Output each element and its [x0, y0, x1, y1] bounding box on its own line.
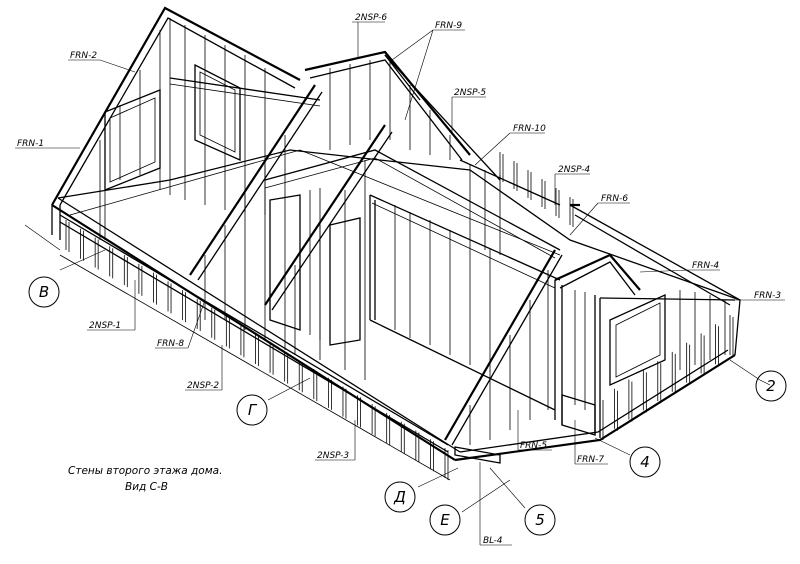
floor-plates [51, 149, 741, 462]
label-frn-2: FRN-2 [70, 51, 97, 61]
label-frn-10: FRN-10 [513, 124, 546, 134]
label-frn-3: FRN-3 [754, 291, 781, 301]
axis-circle-g [236, 394, 268, 426]
label-2nsp-6: 2NSP-6 [355, 13, 387, 23]
caption-line-2: Вид С-В [125, 481, 168, 493]
axis-circle-2 [755, 370, 787, 402]
label-2nsp-2: 2NSP-2 [187, 381, 219, 391]
label-2nsp-5: 2NSP-5 [454, 88, 486, 98]
center-gable [304, 50, 501, 181]
label-frn-7: FRN-7 [577, 455, 604, 465]
axis-label-v: В [39, 283, 49, 301]
axis-circle-4 [629, 446, 661, 478]
leader-lines [15, 21, 785, 546]
label-bl-4: BL-4 [483, 536, 503, 546]
axis-label-2: 2 [766, 377, 776, 395]
label-frn-8: FRN-8 [157, 339, 184, 349]
right-gable [554, 203, 736, 438]
axis-label-d: Д [393, 488, 406, 506]
axis-marker-v: В [28, 276, 60, 308]
axis-label-5: 5 [535, 511, 545, 529]
label-2nsp-3: 2NSP-3 [317, 451, 349, 461]
label-frn-6: FRN-6 [601, 194, 628, 204]
inner-raked-walls [189, 84, 563, 464]
label-2nsp-4: 2NSP-4 [558, 165, 590, 175]
label-frn-4: FRN-4 [692, 261, 719, 271]
left-gable [51, 6, 321, 240]
label-frn-9: FRN-9 [435, 21, 462, 31]
axis-marker-2: 2 [755, 370, 787, 402]
axis-circle-e [429, 504, 461, 536]
back-wall-studs [499, 152, 574, 227]
axis-marker-d: Д [384, 481, 416, 513]
front-wall-studs [65, 220, 449, 480]
axis-marker-e: Е [429, 504, 461, 536]
caption-line-1: Стены второго этажа дома. [68, 465, 222, 477]
axis-circle-d [384, 481, 416, 513]
axis-marker-4: 4 [629, 446, 661, 478]
center-interior-walls [264, 149, 561, 411]
axis-circle-5 [524, 504, 556, 536]
axis-lines [24, 224, 771, 513]
axis-label-4: 4 [640, 453, 650, 471]
axis-marker-5: 5 [524, 504, 556, 536]
label-2nsp-1: 2NSP-1 [89, 321, 121, 331]
axis-circle-v [28, 276, 60, 308]
drawing-caption: Стены второго этажа дома. Вид С-В [68, 465, 222, 493]
axis-marker-g: Г [236, 394, 268, 426]
label-frn-5: FRN-5 [520, 441, 547, 451]
component-labels: FRN-2 FRN-1 2NSP-6 FRN-9 2NSP-5 FRN-10 2… [17, 13, 781, 546]
front-wall [59, 214, 451, 481]
axis-label-g: Г [248, 401, 258, 419]
axis-label-e: Е [440, 511, 450, 529]
right-wall-studs [599, 315, 734, 440]
label-frn-1: FRN-1 [17, 139, 44, 149]
